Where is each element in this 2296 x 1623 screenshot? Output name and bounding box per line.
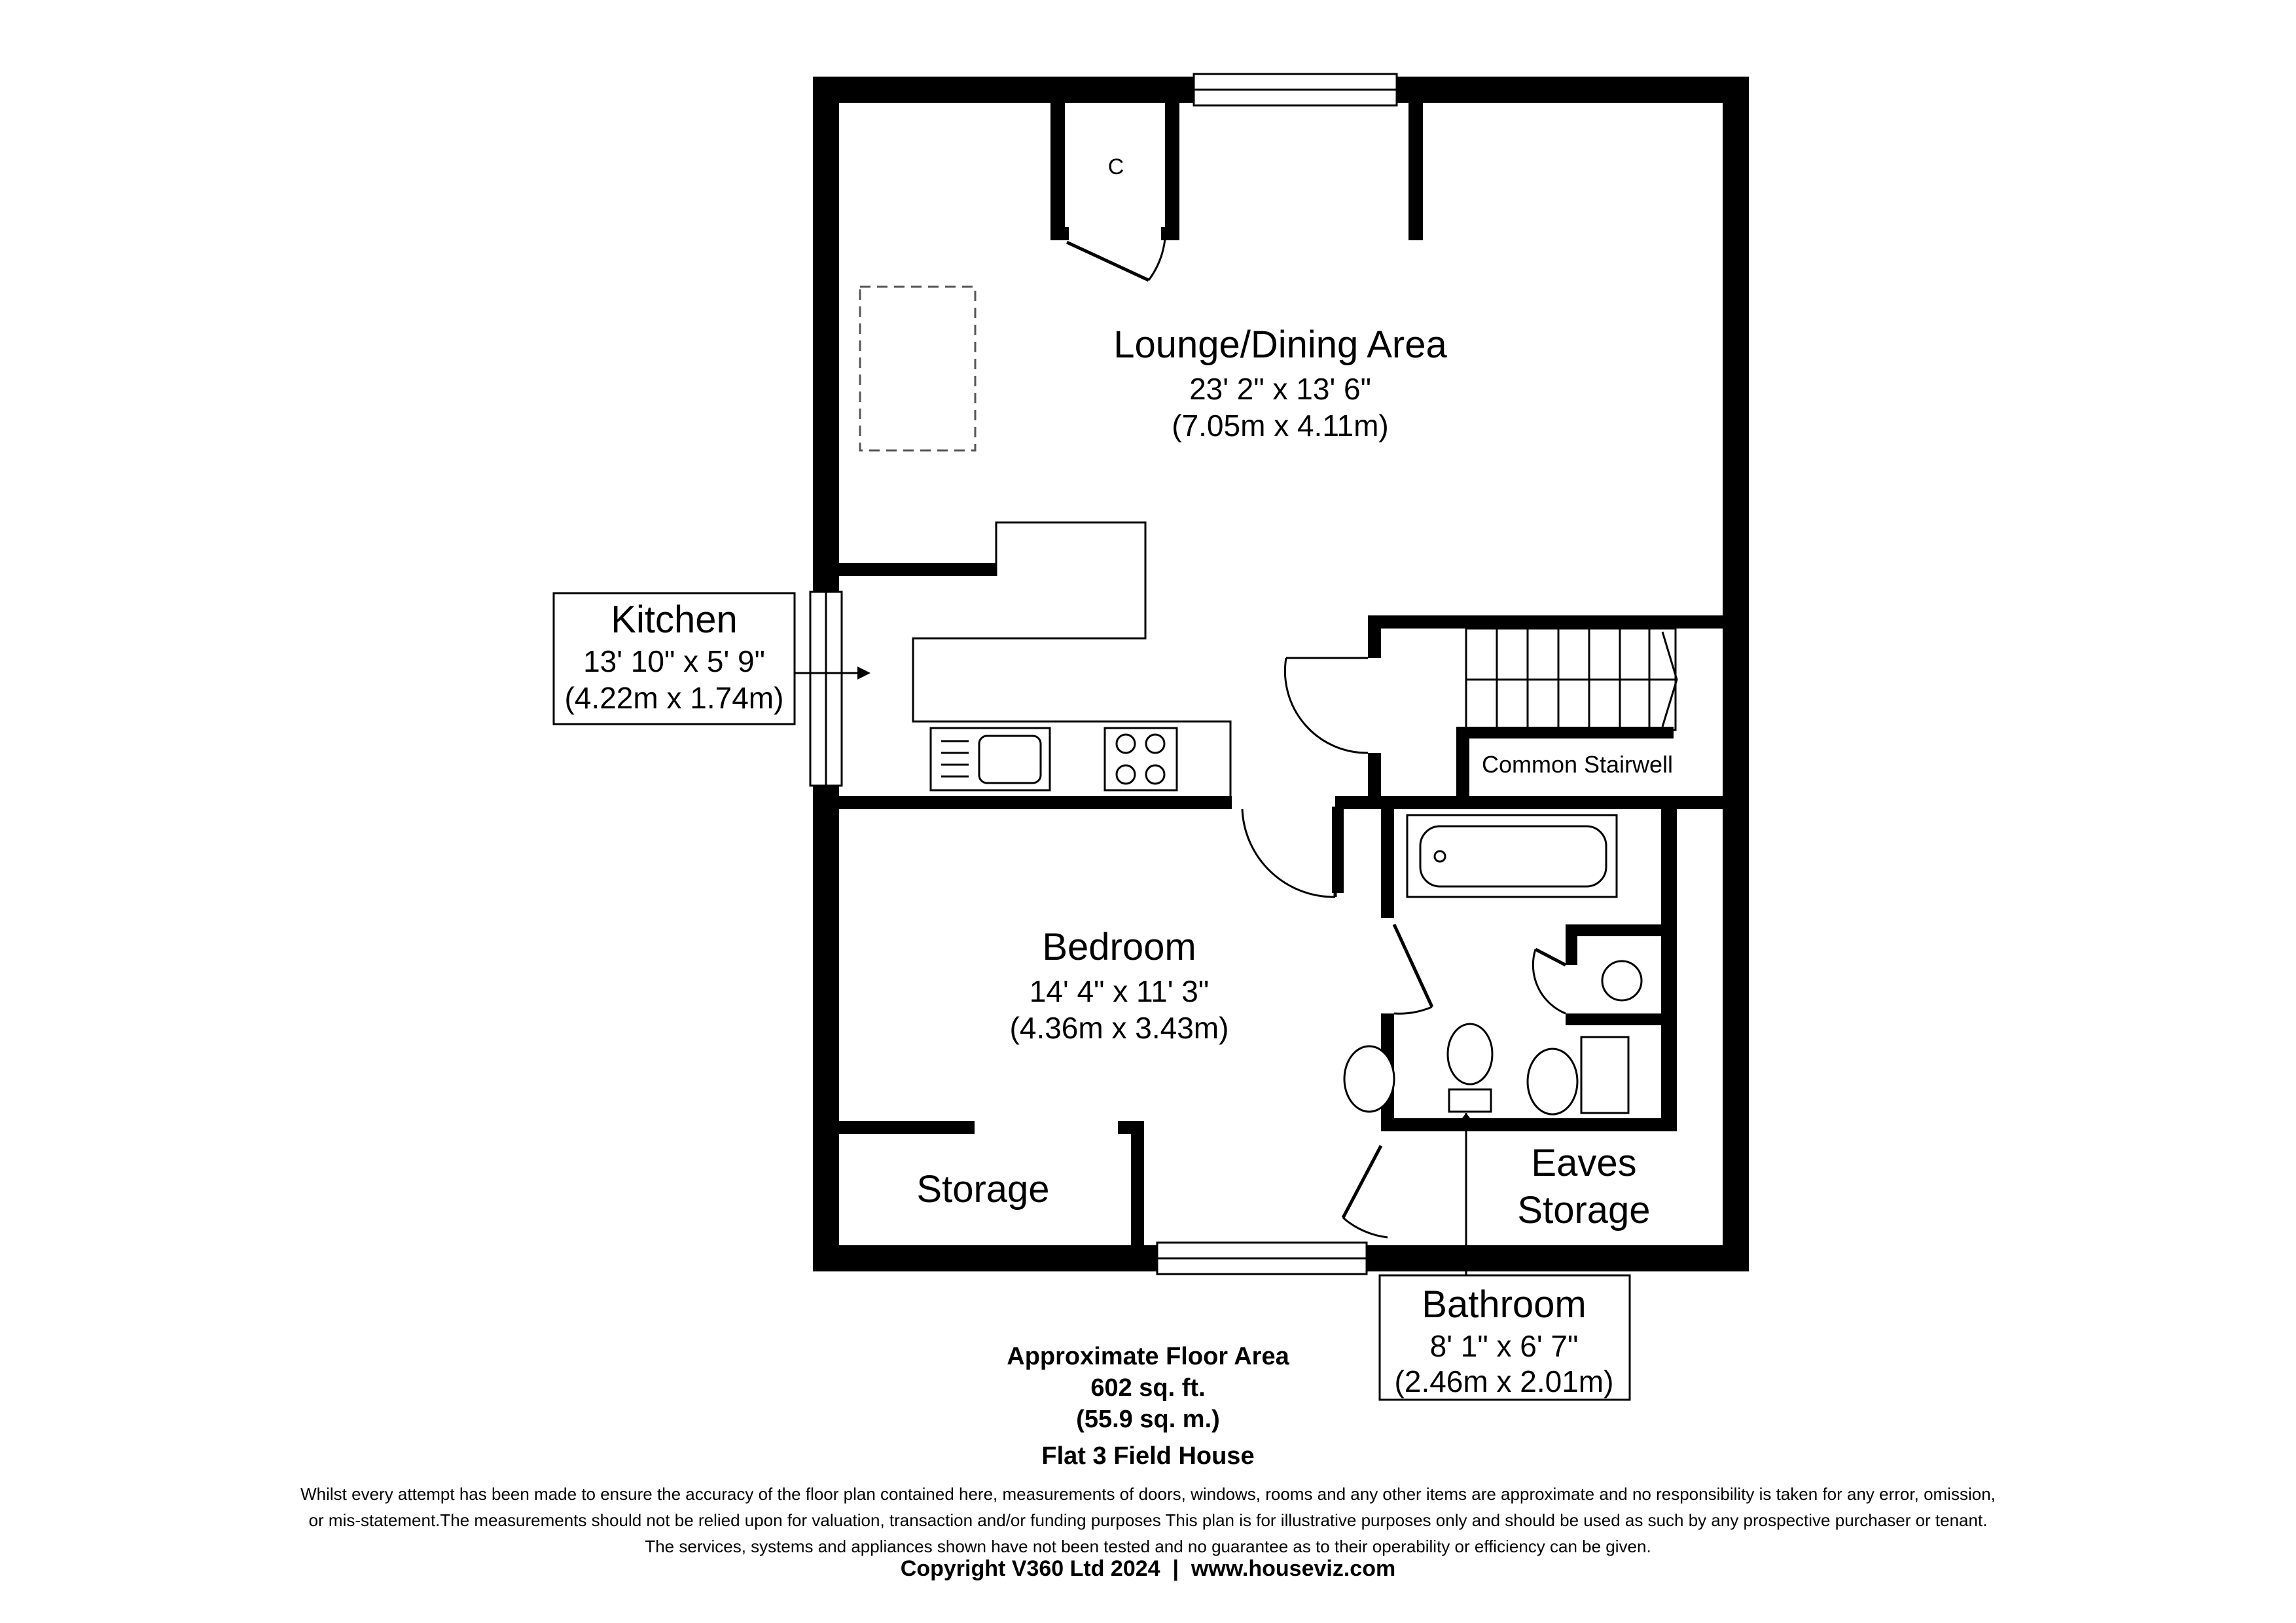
disclaimer-line: The services, systems and appliances sho… [645, 1537, 1651, 1556]
bathroom-imperial: 8' 1" x 6' 7" [1430, 1329, 1579, 1363]
bedroom-name: Bedroom [1042, 926, 1196, 968]
floor-area-sqft: 602 sq. ft. [1090, 1374, 1206, 1402]
bedroom-imperial: 14' 4" x 11' 3" [1030, 974, 1209, 1008]
property-name: Flat 3 Field House [1041, 1442, 1255, 1470]
bathroom-callout [1378, 1274, 1631, 1401]
floor-area-sqm: (55.9 sq. m.) [1076, 1406, 1220, 1433]
interior-walls [839, 103, 1723, 1245]
kitchen-name: Kitchen [611, 598, 737, 641]
lounge-table [859, 285, 977, 452]
floor-area-heading: Approximate Floor Area [1007, 1343, 1289, 1370]
copyright: Copyright V360 Ltd 2024 | www.houseviz.c… [900, 1556, 1396, 1581]
eaves-storage-line2: Storage [1517, 1189, 1650, 1231]
kitchen-units [912, 521, 1232, 796]
lounge-name: Lounge/Dining Area [1113, 323, 1447, 366]
eaves-storage-line1: Eaves [1531, 1142, 1636, 1184]
storage-label: Storage [916, 1168, 1049, 1211]
bedroom-metric: (4.36m x 3.43m) [1010, 1011, 1229, 1045]
floor-area-summary: Approximate Floor Area 602 sq. ft. (55.9… [0, 1341, 2296, 1472]
stairs [1465, 627, 1678, 731]
stairwell-label: Common Stairwell [1482, 751, 1673, 778]
bathroom-fixtures [1343, 814, 1643, 1275]
disclaimer-line: or mis-statement.The measurements should… [308, 1510, 1988, 1530]
kitchen-metric: (4.22m x 1.74m) [565, 681, 784, 715]
kitchen-callout [552, 592, 870, 725]
kitchen-imperial: 13' 10" x 5' 9" [583, 644, 765, 678]
windows [809, 73, 1398, 1275]
lounge-metric: (7.05m x 4.11m) [1172, 409, 1388, 443]
cupboard-label: C [1108, 155, 1124, 179]
bathroom-metric: (2.46m x 2.01m) [1395, 1364, 1614, 1398]
doors [1066, 238, 1567, 1239]
outer-walls [813, 77, 1749, 1271]
disclaimer: Whilst every attempt has been made to en… [0, 1481, 2296, 1559]
bathroom-name: Bathroom [1422, 1283, 1586, 1326]
disclaimer-line: Whilst every attempt has been made to en… [300, 1484, 1996, 1504]
lounge-imperial: 23' 2" x 13' 6" [1189, 372, 1371, 406]
